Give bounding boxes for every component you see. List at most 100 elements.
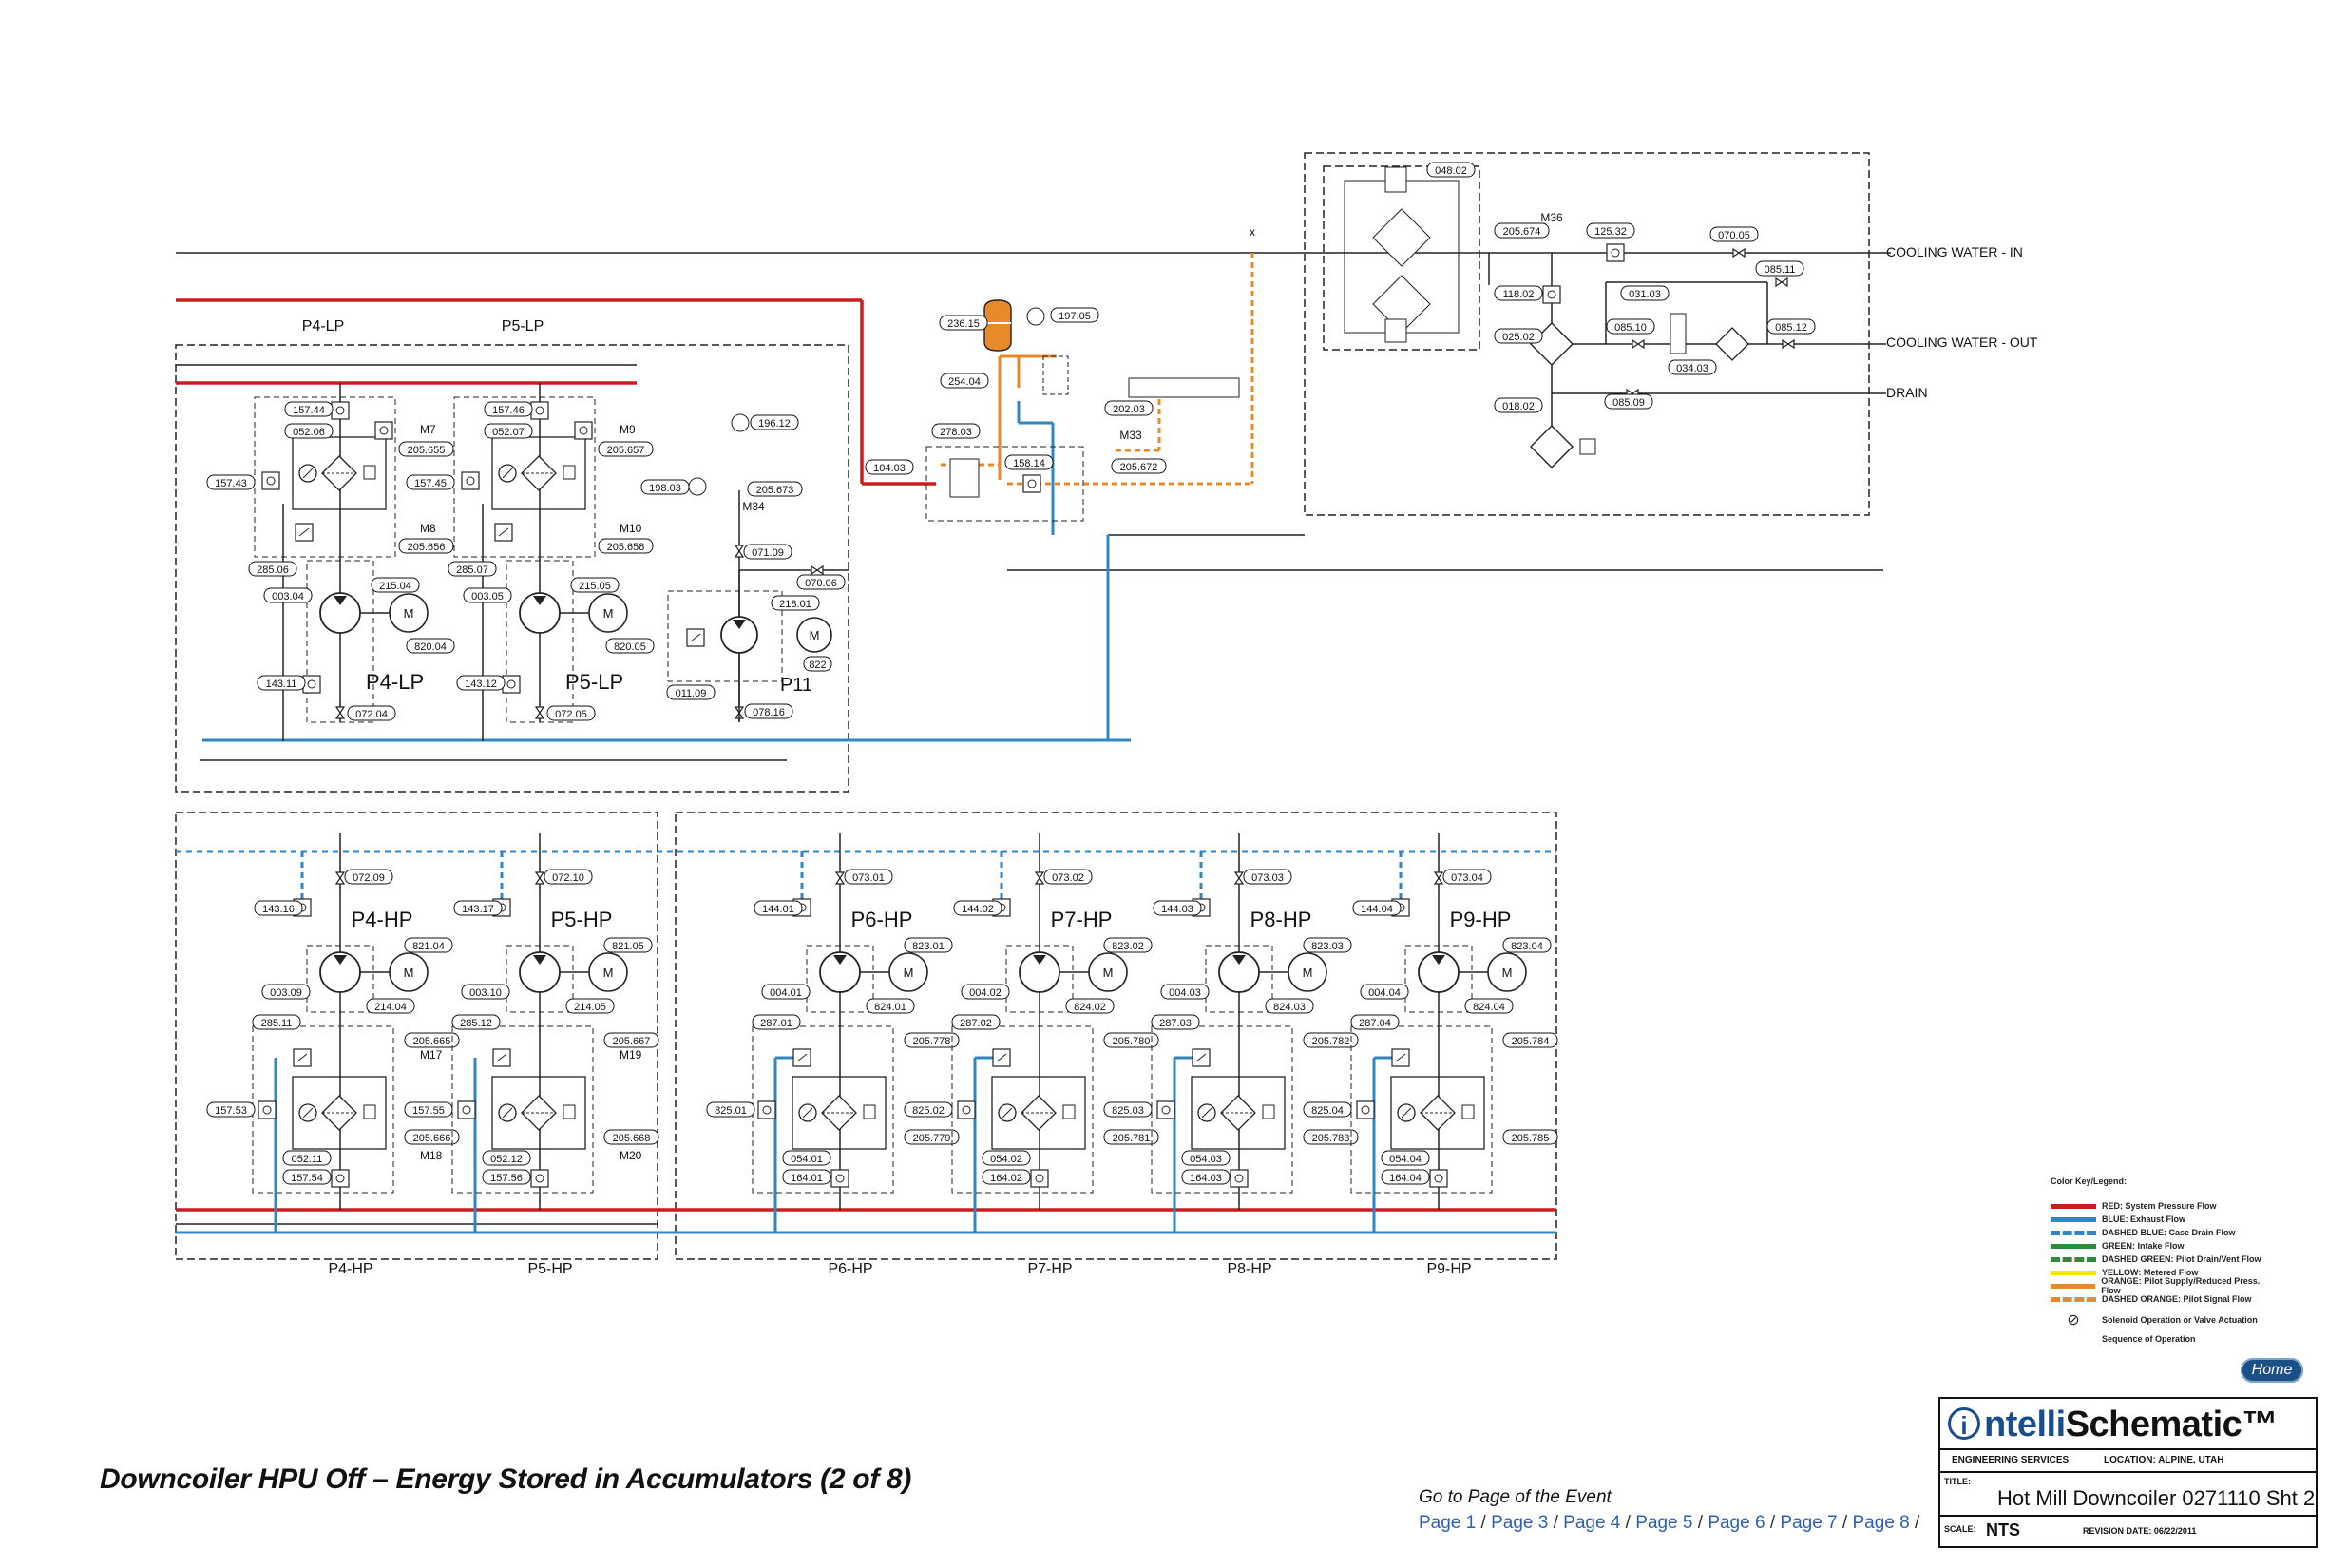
check-valve-icon: [461, 471, 480, 490]
tag-text: 287.02: [960, 1018, 992, 1029]
page-link-6[interactable]: Page 6: [1708, 1513, 1765, 1533]
hp-label: P4-HP: [352, 908, 413, 931]
tag-text: 054.01: [791, 1154, 823, 1165]
component-tag: 215.04: [371, 577, 420, 593]
tag-text: 054.02: [990, 1154, 1022, 1165]
component-tag: 144.03: [1153, 900, 1202, 916]
drawing-title: Hot Mill Downcoiler 0271110 Sht 2: [1997, 1486, 2316, 1510]
page-link-7[interactable]: Page 7: [1780, 1513, 1838, 1533]
tag-text: 205.656: [408, 542, 446, 553]
valve-block: [925, 446, 1084, 522]
check-valve-icon: [757, 1100, 776, 1119]
component-tag: 205.779: [904, 1129, 960, 1145]
ball-valve-icon: [1782, 338, 1795, 350]
component-tag: 825.04: [1303, 1101, 1352, 1118]
tag-text: 048.02: [1435, 165, 1467, 177]
cooling-out-label: COOLING WATER - OUT: [1886, 335, 2038, 350]
component-tag: 085.10: [1606, 318, 1655, 335]
component-tag: 004.01: [761, 984, 811, 1000]
tag-text: 157.56: [490, 1173, 523, 1184]
tag-text: 164.03: [1190, 1173, 1222, 1184]
filter-assembly: [991, 1076, 1086, 1150]
filter-assembly: [1191, 1076, 1286, 1150]
tag-text: 072.09: [353, 872, 385, 884]
page-link-8[interactable]: Page 8: [1852, 1513, 1910, 1533]
page-link-1[interactable]: Page 1: [1419, 1513, 1477, 1533]
tag-text: 205.785: [1512, 1133, 1550, 1144]
check-valve-icon: [1429, 1169, 1448, 1188]
tag-text: 164.02: [990, 1173, 1022, 1184]
component-tag: 070.05: [1709, 226, 1759, 242]
gauge-icon: [731, 413, 750, 432]
component-tag: 205.655: [398, 441, 454, 457]
tag-text: 003.04: [272, 591, 304, 602]
lp-filter-frame: [254, 396, 396, 558]
filter-assembly: [792, 1076, 887, 1150]
check-valve-icon: [457, 1100, 476, 1119]
legend-item: DASHED BLUE: Case Drain Flow: [2051, 1226, 2279, 1239]
filter-assembly: [491, 1076, 586, 1150]
tag-text: 157.45: [414, 478, 447, 489]
ball-valve-icon: [1433, 871, 1444, 885]
tag-text: 205.779: [913, 1133, 951, 1144]
tag-text: 143.17: [462, 904, 494, 915]
switch-icon: [1579, 438, 1596, 455]
heat-exchanger-icon: [1530, 425, 1574, 468]
component-tag: 820.04: [406, 638, 455, 654]
lp-pump-frame: [506, 560, 574, 723]
tag-text: 157.43: [215, 478, 247, 489]
tag-text: 215.04: [379, 581, 411, 592]
page-link-4[interactable]: Page 4: [1563, 1513, 1621, 1533]
tag-text: 824.03: [1273, 1002, 1306, 1013]
spring-icon: [1384, 318, 1407, 343]
tag-text: 052.12: [490, 1154, 523, 1165]
hp-pump-frame: [306, 945, 374, 1013]
component-tag: 031.03: [1620, 285, 1670, 301]
component-tag: 018.02: [1494, 397, 1543, 413]
filter-assembly: [1390, 1076, 1485, 1150]
motor-letter: M: [404, 606, 414, 621]
component-tag: 073.02: [1043, 869, 1093, 885]
tag-text: 011.09: [676, 688, 707, 699]
tag-text: 072.10: [552, 872, 584, 884]
tag-text: 287.04: [1359, 1018, 1391, 1029]
component-tag: 025.02: [1494, 328, 1543, 344]
check-valve-icon: [302, 675, 321, 694]
component-tag: 144.02: [953, 900, 1002, 916]
tag-text: 205.668: [613, 1133, 651, 1144]
component-tag: 164.03: [1181, 1169, 1231, 1185]
tag-text: 205.778: [913, 1036, 951, 1047]
tag-text: 144.01: [762, 904, 794, 915]
tag-text: 205.665: [413, 1036, 451, 1047]
tag-text: 003.05: [471, 591, 504, 602]
page-link-5[interactable]: Page 5: [1635, 1513, 1693, 1533]
tag-text: 157.54: [291, 1173, 323, 1184]
component-tag: 125.32: [1586, 222, 1635, 239]
motor-letter: M: [904, 966, 914, 980]
tag-text: 820.05: [614, 641, 646, 653]
lp-m-label: M10: [620, 522, 642, 535]
tag-text: 085.11: [1765, 264, 1796, 276]
page-links: Page 1 / Page 3 / Page 4 / Page 5 / Page…: [1419, 1513, 1920, 1533]
component-tag: 054.04: [1381, 1150, 1430, 1166]
page-link-3[interactable]: Page 3: [1491, 1513, 1549, 1533]
filter-assembly: [292, 436, 387, 510]
tag-text: 143.16: [262, 904, 295, 915]
pump-arrow-icon: [1432, 955, 1445, 965]
legend-item: ⊘Solenoid Operation or Valve Actuation: [2051, 1312, 2279, 1329]
lp-m-label: M8: [420, 522, 436, 535]
home-button[interactable]: Home: [2241, 1358, 2303, 1383]
component-tag: 157.46: [484, 401, 533, 417]
tag-text: 144.02: [962, 904, 994, 915]
tag-text: 218.01: [779, 599, 811, 610]
component-tag: 144.01: [754, 900, 803, 916]
hp-m-label: M20: [620, 1149, 642, 1162]
component-tag: 157.44: [284, 401, 334, 417]
location: LOCATION: ALPINE, UTAH: [2104, 1455, 2224, 1465]
pump-arrow-icon: [533, 596, 546, 605]
motor-letter: M: [404, 966, 414, 980]
tag-text: 824.01: [874, 1002, 906, 1013]
component-tag: 205.666: [404, 1129, 460, 1145]
switch-icon: [563, 1104, 576, 1119]
component-tag: 072.05: [546, 705, 596, 721]
